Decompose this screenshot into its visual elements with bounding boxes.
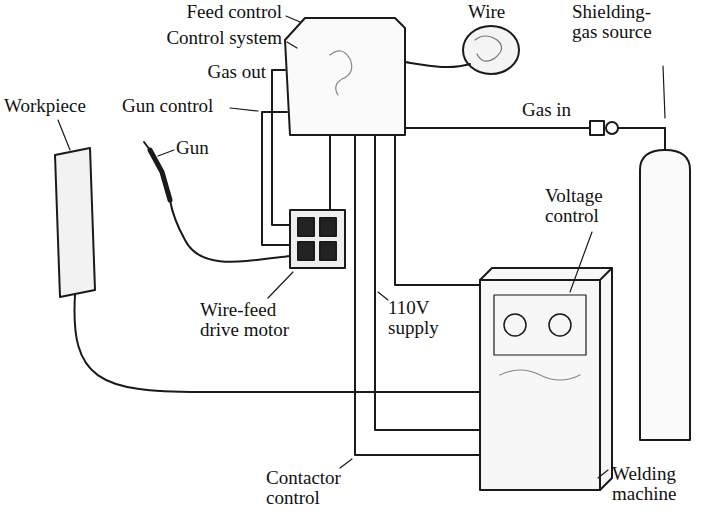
leader-line [58, 120, 70, 150]
part-label: Feed control [150, 2, 282, 22]
machine-edge [600, 268, 612, 280]
cylinder-pipe [664, 128, 666, 150]
gas-in-hose [405, 127, 590, 129]
motor-roll [320, 242, 336, 260]
gun-nozzle [144, 142, 150, 150]
gun-hose [170, 200, 290, 262]
part-label: Workpiece [4, 96, 122, 116]
leader-line [570, 232, 592, 292]
feed-control-cable [329, 135, 331, 210]
motor-roll [298, 242, 314, 260]
motor-roll [320, 218, 336, 236]
leader-line [268, 272, 293, 298]
welding-gun [150, 150, 170, 200]
wire-spool [463, 26, 519, 74]
wire-line [405, 62, 470, 67]
welding-machine [480, 268, 612, 490]
regulator [590, 121, 604, 135]
leader-line [340, 459, 352, 468]
part-label: Gas out [176, 62, 266, 82]
part-label: Welding machine [612, 464, 700, 504]
wire-feed-motor [290, 210, 345, 268]
part-label: Gun control [122, 96, 262, 116]
leader-line [230, 108, 258, 111]
spool-winding [475, 36, 502, 61]
regulator-gauge [606, 122, 618, 134]
workpiece [55, 148, 95, 297]
machine-panel [494, 295, 586, 355]
control-knob [504, 314, 526, 336]
part-label: Wire-feed drive motor [200, 300, 318, 340]
part-label: Gun [176, 138, 236, 158]
leader-line [378, 292, 388, 300]
part-label: Wire [468, 2, 528, 22]
gas-cylinder [640, 150, 690, 440]
control-cable [395, 135, 480, 285]
contactor-cable [355, 135, 480, 455]
control-sketch [330, 51, 352, 95]
machine-detail [500, 370, 580, 380]
motor-roll [298, 218, 314, 236]
part-label: Control system [112, 28, 282, 48]
leader-line [598, 470, 608, 478]
part-label: Voltage control [545, 186, 637, 226]
part-label: Shielding-gas source [572, 2, 670, 42]
machine-edge [480, 280, 600, 490]
leader-line [287, 42, 297, 48]
control-knob [549, 314, 571, 336]
gun-control-cable [262, 112, 290, 245]
part-label: 110V supply [388, 298, 460, 338]
leader-line [158, 150, 174, 156]
work-cable [74, 295, 480, 392]
leader-line [663, 66, 665, 118]
gas-out-hose [272, 70, 290, 225]
cylinder-pipe [618, 127, 665, 129]
part-label: Gas in [522, 100, 592, 120]
leader-line [286, 16, 300, 22]
part-label: Contactor control [266, 468, 366, 508]
supply-cable [375, 135, 480, 430]
control-box [285, 18, 405, 135]
